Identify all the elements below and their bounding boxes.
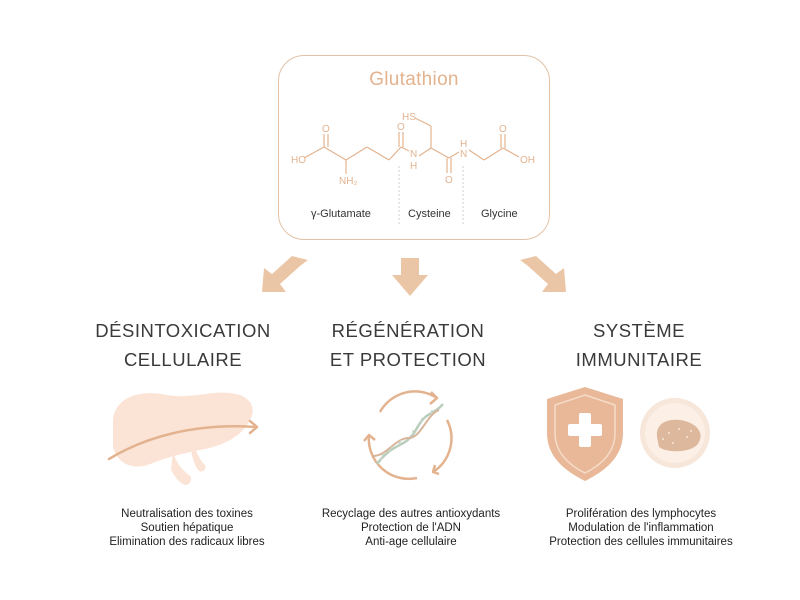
atom-h: H <box>460 139 467 150</box>
atom-o: O <box>499 124 507 135</box>
atom-n: N <box>460 149 467 160</box>
list-item: Modulation de l'inflammation <box>568 522 714 534</box>
list-item: Neutralisation des toxines <box>121 508 253 520</box>
arrow-down-icon <box>392 258 428 296</box>
label-glycine: Glycine <box>481 208 518 220</box>
atom-n: N <box>410 149 417 160</box>
dna-recycle-icon <box>363 390 453 481</box>
list-item: Elimination des radicaux libres <box>109 536 265 548</box>
atom-nh2: NH₂ <box>339 176 357 187</box>
arrow-down-right-icon <box>520 256 566 292</box>
atom-o: O <box>322 124 330 135</box>
atom-o: O <box>397 122 405 133</box>
list-item: Prolifération des lymphocytes <box>565 508 717 520</box>
list-item: Protection de l'ADN <box>361 522 461 534</box>
arrow-down-left-icon <box>262 256 308 292</box>
list-detox: Neutralisation des toxines Soutien hépat… <box>62 507 312 549</box>
glutathione-structure: HO O NH₂ O N H HS O H N O OH <box>291 112 535 226</box>
shield-cell-icon <box>547 387 710 481</box>
list-regeneration: Recyclage des autres antioxydants Protec… <box>286 507 536 549</box>
label-cysteine: Cysteine <box>408 208 451 220</box>
glutathion-box: Glutathion <box>278 55 550 240</box>
atom-oh-right: OH <box>520 155 535 166</box>
list-item: Recyclage des autres antioxydants <box>321 508 501 520</box>
list-item: Soutien hépatique <box>140 522 234 534</box>
list-immune: Prolifération des lymphocytes Modulation… <box>516 507 766 549</box>
atom-ho-left: HO <box>291 155 306 166</box>
label-glutamate: γ-Glutamate <box>311 208 371 220</box>
atom-o: O <box>445 175 453 186</box>
molecule-title: Glutathion <box>369 69 459 90</box>
list-item: Protection des cellules immunitaires <box>549 536 733 548</box>
atom-h: H <box>410 161 417 172</box>
list-item: Anti-age cellulaire <box>365 536 457 548</box>
atom-hs: HS <box>402 112 416 123</box>
liver-icon <box>107 392 259 485</box>
